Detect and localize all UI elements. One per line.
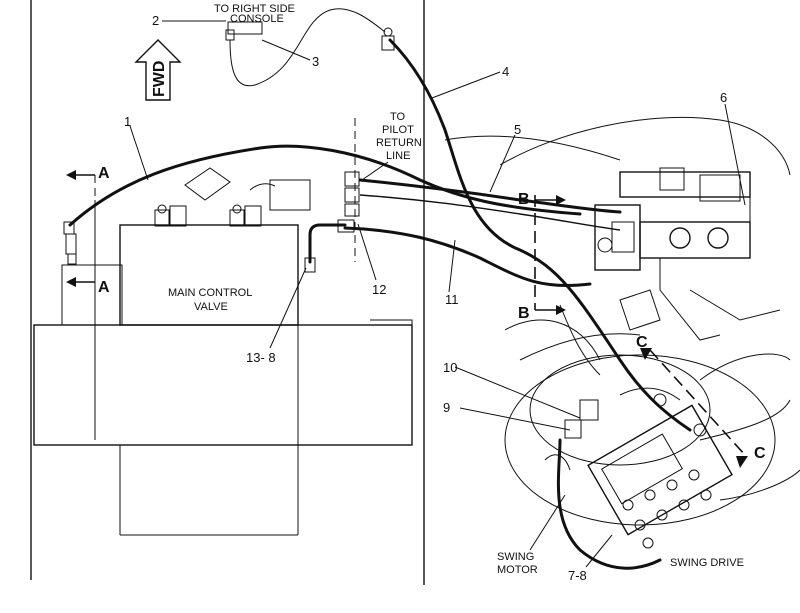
hose-1 bbox=[68, 144, 582, 227]
callout-1: 1 bbox=[124, 114, 131, 129]
fitting-12 bbox=[344, 171, 360, 217]
pilot-label: PILOT bbox=[382, 124, 414, 136]
fitting-13-8 bbox=[304, 219, 355, 273]
callout-7-8: 7-8 bbox=[568, 568, 587, 583]
hose-5a bbox=[358, 178, 622, 214]
hose-4-top-fitting bbox=[381, 27, 395, 51]
to-right-side-label: TO RIGHT SIDE bbox=[214, 3, 295, 15]
section-c-top-label: C bbox=[636, 334, 648, 351]
console-wire bbox=[229, 8, 386, 87]
section-b-marker bbox=[534, 195, 566, 315]
fwd-label: FWD bbox=[151, 61, 168, 97]
callout-12: 12 bbox=[372, 282, 386, 297]
callout-3: 3 bbox=[312, 54, 319, 69]
section-c-marker bbox=[640, 348, 748, 468]
callout-6: 6 bbox=[720, 90, 727, 105]
section-a-bottom-label: A bbox=[98, 279, 110, 296]
section-a-top-label: A bbox=[98, 165, 110, 182]
callout-11: 11 bbox=[445, 292, 459, 307]
hose-1-end-fitting bbox=[63, 221, 77, 265]
callout-2: 2 bbox=[152, 13, 159, 28]
fwd-arrow bbox=[134, 39, 182, 101]
swing-label: SWING bbox=[497, 551, 534, 563]
return-label: RETURN bbox=[376, 137, 422, 149]
section-b-bottom-label: B bbox=[518, 305, 530, 322]
section-a-marker bbox=[66, 170, 96, 287]
pilot-return-leader bbox=[361, 161, 389, 181]
console-connector bbox=[225, 21, 263, 41]
hose-5b bbox=[359, 194, 621, 231]
swing-drive-label: SWING DRIVE bbox=[670, 557, 744, 569]
swing-valve-assembly bbox=[444, 116, 800, 501]
line-label: LINE bbox=[386, 150, 410, 162]
to-label: TO bbox=[390, 111, 406, 123]
callout-5: 5 bbox=[514, 122, 521, 137]
callout-4: 4 bbox=[502, 64, 509, 79]
section-b-top-label: B bbox=[518, 191, 530, 208]
callout-13-8: 13- 8 bbox=[246, 350, 276, 365]
motor-label: MOTOR bbox=[497, 564, 538, 576]
callout-9: 9 bbox=[443, 400, 450, 415]
hose-11 bbox=[343, 226, 592, 288]
hose-4 bbox=[388, 38, 692, 432]
main-control-valve bbox=[33, 118, 413, 536]
console-label: CONSOLE bbox=[230, 13, 284, 25]
valve-label: VALVE bbox=[194, 301, 228, 313]
callout-10: 10 bbox=[443, 360, 457, 375]
section-c-bottom-label: C bbox=[754, 445, 766, 462]
main-control-label: MAIN CONTROL bbox=[168, 287, 252, 299]
callout-leaders bbox=[129, 20, 746, 568]
